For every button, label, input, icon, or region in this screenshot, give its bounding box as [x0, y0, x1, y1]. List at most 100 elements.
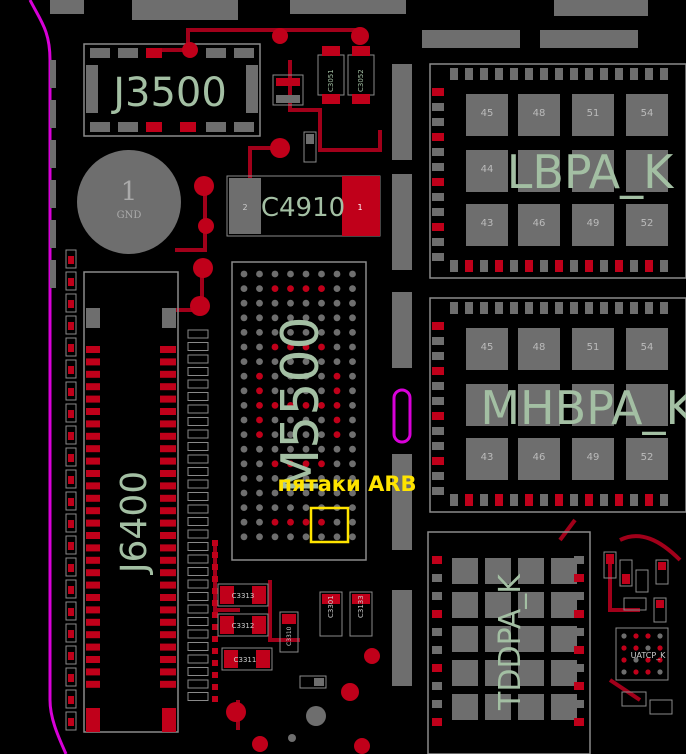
j6400-pin	[160, 594, 176, 601]
tddpa-pad	[452, 592, 478, 618]
m5500-ball	[271, 431, 279, 438]
pa-pad	[518, 384, 560, 426]
tddpa-edge-pad	[432, 682, 442, 690]
m5500-ball	[349, 270, 356, 278]
pa-edge-pad	[555, 260, 563, 272]
side-pad	[187, 479, 209, 489]
j6400-pin	[160, 544, 176, 552]
uatcp-ball	[621, 633, 627, 639]
m5500-ball	[349, 343, 356, 351]
c3051-c3052-caps: C3051 C3052	[270, 27, 375, 163]
pa-edge-pad	[600, 260, 608, 272]
m5500-ball	[318, 431, 325, 438]
edge-pad-fill	[68, 564, 74, 572]
pa-edge-pad	[432, 208, 444, 216]
m5500-ball	[349, 329, 356, 336]
pa-pad-number: 48	[533, 108, 546, 119]
j6400-pin	[86, 457, 100, 465]
tddpa-pad	[518, 626, 544, 652]
pa-edge-pad	[615, 494, 623, 506]
m5500-ball	[271, 314, 279, 322]
pa-edge-pad	[495, 494, 503, 506]
m5500-ball	[302, 314, 310, 322]
j6400-pin	[160, 519, 176, 527]
j6400-pin	[86, 544, 100, 552]
tddpa-pad	[485, 592, 511, 618]
side-pad	[187, 329, 209, 339]
side-dot	[212, 564, 218, 570]
edge-pad	[65, 293, 77, 313]
pa-edge-pad	[510, 494, 518, 506]
m5500-ball	[302, 460, 310, 468]
m5500-ball	[256, 329, 263, 336]
m5500-ball	[271, 504, 279, 511]
edge-pad	[65, 579, 77, 599]
side-pad	[187, 542, 209, 551]
m5500-ball	[302, 402, 310, 409]
pa-edge-pad	[630, 494, 638, 506]
pa-edge-pad	[432, 442, 444, 450]
pa-pad	[626, 204, 668, 246]
j6400-pin	[86, 668, 100, 676]
m5500-ball	[333, 431, 341, 438]
pa-edge-pad	[432, 337, 444, 345]
pa-edge-pad	[510, 302, 518, 314]
side-dot	[212, 624, 218, 630]
edge-pad	[65, 315, 77, 335]
gnd-test-pad: 1 GND	[77, 150, 181, 254]
pa-pad	[626, 150, 668, 192]
pa-pad-number: 52	[641, 218, 654, 229]
m5500-ball	[318, 329, 325, 336]
j6400-pin	[160, 432, 176, 440]
edge-pad	[65, 425, 77, 445]
m5500-ball	[333, 285, 341, 292]
m5500-ball	[349, 402, 356, 409]
c3051-label: C3051	[327, 69, 335, 92]
pa-edge-pad	[540, 494, 548, 506]
m5500-ball	[240, 329, 248, 336]
j6400-pin	[160, 358, 176, 366]
pa-pad	[572, 384, 614, 426]
m5500-ball	[240, 299, 248, 307]
pa-edge-pad	[615, 260, 623, 272]
m5500-ball	[302, 431, 310, 438]
pa-edge-pad	[600, 68, 608, 80]
m5500-ball	[302, 387, 310, 395]
j6400-pin	[86, 383, 100, 391]
top-edge-pads	[50, 0, 648, 48]
m5500-ball	[333, 299, 341, 307]
side-pad	[187, 367, 209, 376]
pa-pad	[572, 94, 614, 136]
m5500-ball	[333, 489, 341, 497]
m5500-ball	[318, 299, 325, 307]
m5500-ball	[333, 387, 341, 395]
pa-pad	[572, 204, 614, 246]
edge-pad-fill	[68, 344, 74, 352]
pa-edge-pad	[525, 494, 533, 506]
pa-edge-pad	[480, 494, 488, 506]
m5500-ball	[302, 299, 310, 307]
m5500-ball	[349, 504, 356, 511]
m5500-ball	[240, 533, 248, 541]
m5500-ball	[302, 504, 310, 511]
pa-pad-number: 44	[481, 164, 494, 175]
m5500-ball	[333, 270, 341, 278]
pa-edge-pad	[432, 178, 444, 186]
edge-pad	[65, 491, 77, 511]
m5500-ball	[349, 533, 356, 541]
m5500-ball	[287, 518, 294, 526]
edge-pad-fill	[68, 388, 74, 396]
m5500-ball	[302, 416, 310, 424]
j6400-pin	[160, 370, 176, 378]
m5500-ball	[256, 460, 263, 468]
m5500-label: M5500	[271, 316, 331, 493]
m5500-ball	[271, 416, 279, 424]
tddpa-pad	[485, 626, 511, 652]
m5500-ball	[333, 460, 341, 468]
pa-edge-pad	[432, 193, 444, 201]
j6400-pin	[160, 482, 176, 490]
uatcp-ball	[657, 657, 663, 663]
j6400-pin	[86, 507, 100, 515]
pa-pad-number: 51	[587, 108, 600, 119]
pa-edge-pad	[432, 253, 444, 261]
